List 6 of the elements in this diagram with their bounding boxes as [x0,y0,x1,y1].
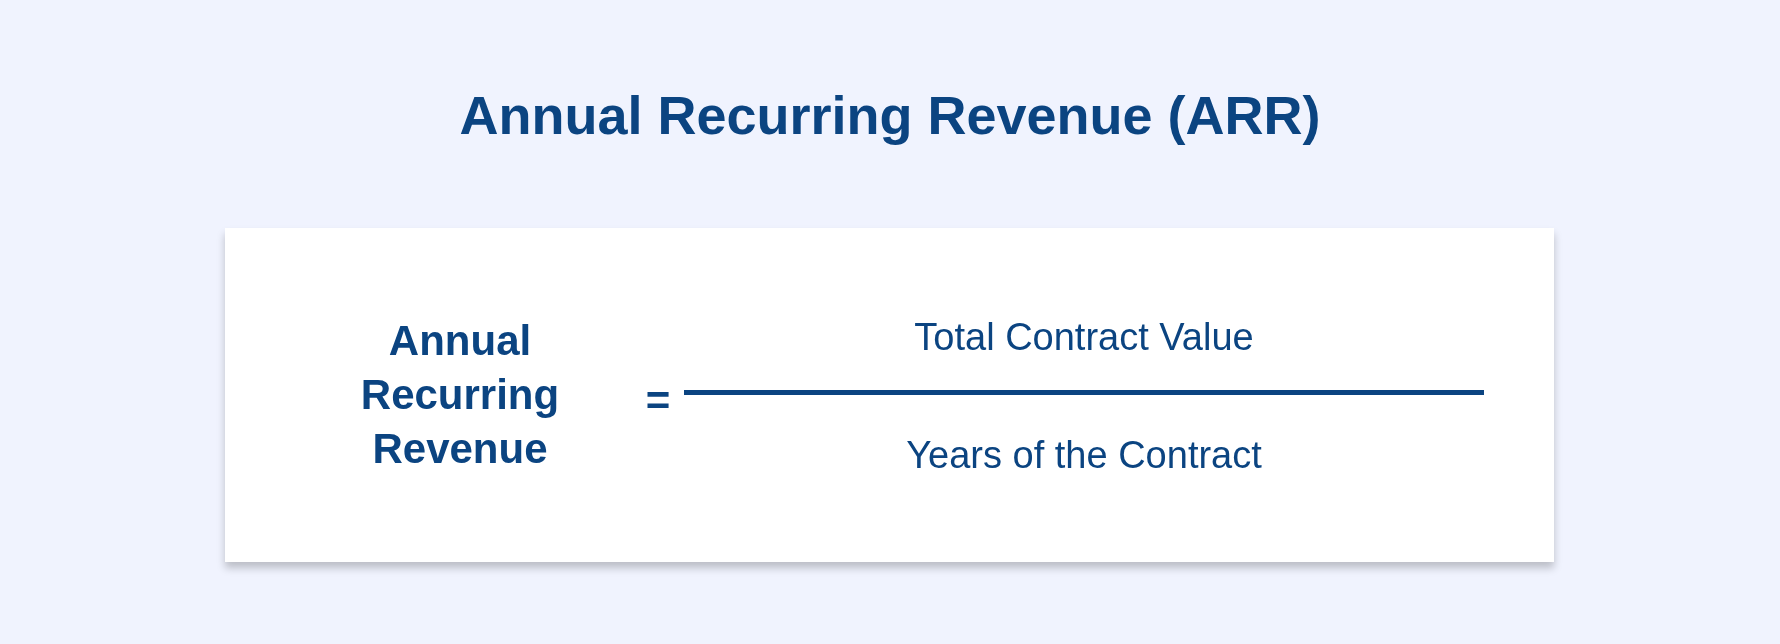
numerator-text: Total Contract Value [913,315,1255,360]
formula-term: Annual Recurring Revenue [359,316,561,474]
equals-sign: = [644,376,672,426]
diagram-title: Annual Recurring Revenue (ARR) [458,84,1322,147]
formula-card [225,228,1554,562]
denominator-text: Years of the Contract [905,433,1263,478]
